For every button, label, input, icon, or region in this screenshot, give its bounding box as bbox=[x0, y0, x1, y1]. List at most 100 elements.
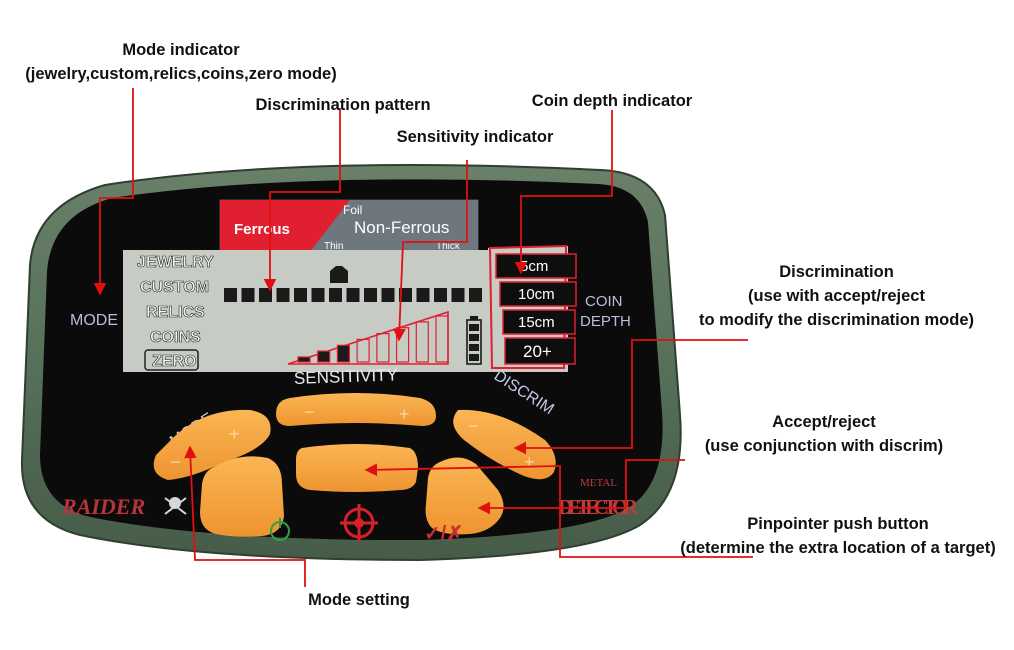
discrimination-title: Discrimination bbox=[779, 263, 894, 281]
thick-label: Thick bbox=[436, 241, 461, 252]
skull-crossbones-icon bbox=[164, 497, 187, 515]
arrow-accept-reject bbox=[477, 459, 685, 515]
sensitivity-bar bbox=[435, 315, 449, 363]
accept-reject-detail: (use conjunction with discrim) bbox=[704, 437, 944, 455]
depth-20plus: 20+ bbox=[523, 342, 552, 361]
discrimination-segment bbox=[416, 288, 430, 302]
callout-sensitivity-indicator: Sensitivity indicator bbox=[385, 125, 565, 149]
discrimination-segment bbox=[259, 288, 272, 302]
discrimination-pattern-title: Discrimination pattern bbox=[255, 96, 431, 114]
accept-reject-title: Accept/reject bbox=[772, 413, 876, 431]
discrimination-segment bbox=[276, 288, 290, 302]
pinpointer-button[interactable] bbox=[296, 444, 418, 492]
mode-setting-title: Mode setting bbox=[308, 591, 410, 609]
discrimination-segment bbox=[434, 288, 447, 302]
callout-pinpointer: Pinpointer push button (determine the ex… bbox=[664, 512, 1012, 560]
callout-coin-depth-indicator: Coin depth indicator bbox=[517, 89, 707, 113]
lcd-display: JEWELRY CUSTOM RELICS COINS ZERO bbox=[123, 244, 577, 372]
mode-zero: ZERO bbox=[152, 353, 196, 370]
mode-relics: RELICS bbox=[146, 304, 205, 321]
callout-discrimination-pattern: Discrimination pattern bbox=[243, 93, 443, 117]
sensitivity-bar bbox=[297, 356, 311, 363]
mode-indicator-detail: (jewelry,custom,relics,coins,zero mode) bbox=[25, 65, 337, 83]
mode-button[interactable]: − + bbox=[153, 409, 271, 480]
discrimination-segment bbox=[346, 288, 360, 302]
pinpointer-detail: (determine the extra location of a targe… bbox=[680, 539, 996, 557]
foil-label: Foil bbox=[343, 203, 362, 217]
power-icon bbox=[270, 518, 290, 541]
discrim-button[interactable]: − + bbox=[453, 409, 556, 480]
arrow-discrimination-pattern bbox=[263, 108, 341, 292]
discrimination-segment bbox=[311, 288, 325, 302]
discrimination-segment bbox=[294, 288, 307, 302]
discrimination-segment bbox=[224, 288, 237, 302]
discrimination-line3: to modify the discrimination mode) bbox=[698, 311, 974, 329]
discrimination-pattern-window: Ferrous Foil Non-Ferrous Thin Thick bbox=[219, 199, 479, 253]
panel-depth-label: DEPTH bbox=[580, 313, 631, 330]
arrow-mode-indicator bbox=[93, 88, 134, 296]
accept-reject-icon: ✓/✗ bbox=[424, 523, 463, 545]
coin-depth-scale: 5cm 10cm 15cm 20+ bbox=[488, 244, 577, 369]
power-button[interactable] bbox=[200, 456, 284, 537]
panel-mode-label: MODE bbox=[70, 312, 118, 329]
discrim-plus-icon: + bbox=[524, 452, 535, 472]
crosshair-icon bbox=[340, 504, 378, 542]
sensitivity-bar bbox=[376, 333, 390, 363]
panel-coin-label: COIN bbox=[585, 293, 623, 310]
sensitivity-label: SENSITIVITY bbox=[294, 365, 399, 388]
discrimination-segment bbox=[241, 288, 255, 302]
mode-plus-icon: + bbox=[229, 424, 240, 444]
mode-custom: CUSTOM bbox=[140, 279, 209, 296]
target-marker-icon bbox=[330, 266, 348, 283]
sensitivity-indicator-title: Sensitivity indicator bbox=[396, 128, 554, 146]
metal-label: METAL bbox=[580, 477, 617, 489]
brand-raider: RAIDER bbox=[61, 494, 145, 519]
discrim-minus-icon: − bbox=[468, 416, 479, 436]
mode-indicator-title: Mode indicator bbox=[122, 41, 240, 59]
arrow-coin-depth bbox=[514, 110, 613, 275]
discrimination-segment bbox=[399, 288, 412, 302]
pinpointer-title: Pinpointer push button bbox=[747, 515, 929, 533]
discrimination-segment bbox=[329, 288, 342, 302]
callout-mode-indicator: Mode indicator (jewelry,custom,relics,co… bbox=[0, 38, 362, 86]
discrimination-segments bbox=[224, 288, 482, 302]
accept-reject-button[interactable] bbox=[425, 457, 504, 535]
mode-zero-box bbox=[144, 349, 199, 371]
sensitivity-bar bbox=[317, 350, 331, 363]
discrimination-segment bbox=[364, 288, 377, 302]
arrow-discrimination bbox=[513, 339, 748, 455]
arrow-pinpointer bbox=[364, 463, 753, 558]
ferrous-label: Ferrous bbox=[234, 221, 290, 238]
depth-10cm: 10cm bbox=[518, 286, 555, 303]
callout-arrows bbox=[93, 88, 753, 587]
buttons: − + − + − + bbox=[153, 393, 556, 537]
discrimination-segment bbox=[381, 288, 395, 302]
mode-list: JEWELRY CUSTOM RELICS COINS bbox=[137, 254, 215, 347]
mode-coins: COINS bbox=[150, 329, 201, 346]
callout-discrimination: Discrimination (use with accept/reject t… bbox=[684, 260, 989, 332]
callout-mode-setting: Mode setting bbox=[294, 588, 424, 612]
depth-5cm: 5cm bbox=[520, 258, 548, 275]
thin-label: Thin bbox=[324, 241, 343, 252]
callout-accept-reject: Accept/reject (use conjunction with disc… bbox=[692, 410, 956, 458]
arrow-mode-setting bbox=[184, 445, 306, 587]
discrimination-segment bbox=[469, 288, 482, 302]
coin-depth-indicator-title: Coin depth indicator bbox=[531, 92, 693, 110]
sensitivity-bar bbox=[396, 327, 410, 363]
mode-jewelry: JEWELRY bbox=[137, 254, 214, 271]
sensitivity-bar bbox=[336, 344, 350, 363]
battery-icon bbox=[466, 316, 482, 365]
sensitivity-minus-icon: − bbox=[304, 402, 315, 422]
discrimination-segment bbox=[451, 288, 465, 302]
sensitivity-bar bbox=[415, 321, 429, 363]
discrimination-line2: (use with accept/reject bbox=[748, 287, 925, 305]
sensitivity-button[interactable]: − + bbox=[276, 393, 436, 426]
mode-minus-icon: − bbox=[170, 452, 181, 472]
sensitivity-plus-icon: + bbox=[399, 404, 410, 424]
non-ferrous-label: Non-Ferrous bbox=[354, 218, 449, 237]
depth-15cm: 15cm bbox=[518, 314, 555, 331]
sensitivity-bar bbox=[356, 338, 370, 363]
arrow-sensitivity-indicator bbox=[393, 160, 468, 342]
sensitivity-indicator bbox=[287, 310, 449, 365]
